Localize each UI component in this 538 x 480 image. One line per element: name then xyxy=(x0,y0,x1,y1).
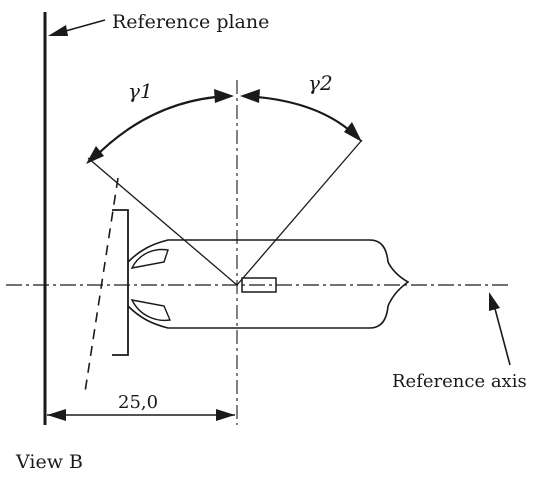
gamma1-arrowhead-right xyxy=(214,89,234,103)
gamma1-arc xyxy=(91,94,229,161)
gamma2-label: γ2 xyxy=(308,71,333,95)
reference-axis-leader xyxy=(493,304,511,366)
tilted-flange-dashed xyxy=(84,177,119,393)
lamp-base-flange xyxy=(112,209,129,356)
lamp-bulb-body xyxy=(127,239,410,329)
filament xyxy=(241,277,277,293)
reference-axis-label: Reference axis xyxy=(392,371,527,392)
reference-plane-leader-arrowhead xyxy=(48,25,68,36)
gamma2-arrowhead-left xyxy=(240,89,260,103)
gamma1-ray xyxy=(87,157,238,286)
dimension-label: 25,0 xyxy=(118,392,158,413)
dimension-arrowhead-right xyxy=(216,409,235,421)
gamma2-arc xyxy=(243,94,359,139)
reference-axis-leader-arrowhead xyxy=(489,292,500,311)
gamma1-label: γ1 xyxy=(128,79,153,103)
reference-plane-label: Reference plane xyxy=(112,11,269,33)
gamma2-ray xyxy=(236,139,363,286)
gamma1-arrowhead-left xyxy=(86,146,104,164)
view-label: View B xyxy=(15,451,83,473)
reference-plane-leader xyxy=(61,19,106,33)
lamp-pinch-lower xyxy=(130,299,172,322)
gamma2-arrowhead-right xyxy=(344,122,362,142)
lamp-pinch-upper xyxy=(130,248,169,269)
dimension-arrowhead-left xyxy=(47,409,66,421)
